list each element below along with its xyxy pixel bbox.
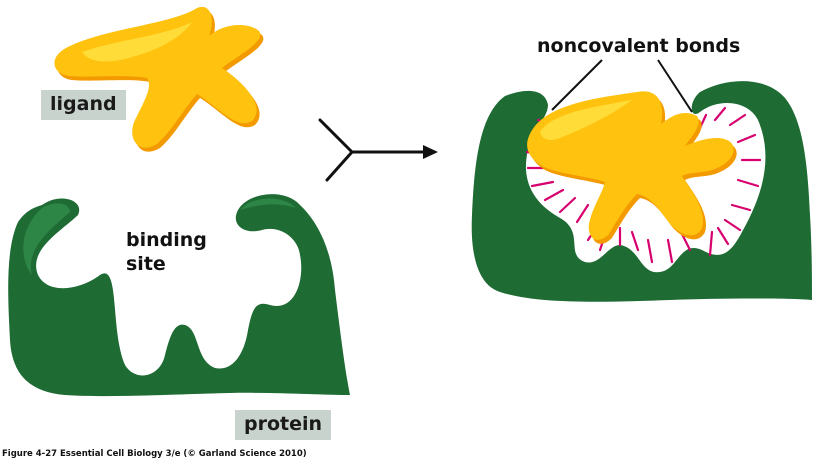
noncovalent-bonds-label: noncovalent bonds bbox=[537, 35, 741, 57]
ligand-label: ligand bbox=[41, 90, 126, 120]
protein-shape bbox=[8, 194, 350, 397]
binding-site-label: binding site bbox=[126, 229, 207, 275]
bond-label-leaders bbox=[551, 59, 693, 113]
reaction-arrow bbox=[318, 118, 427, 182]
ligand-shape bbox=[54, 6, 264, 152]
protein-label: protein bbox=[235, 410, 332, 440]
bound-ligand-shape bbox=[527, 91, 737, 244]
arrow-head bbox=[423, 145, 438, 159]
figure-caption: Figure 4-27 Essential Cell Biology 3/e (… bbox=[2, 449, 307, 459]
complex-protein-shape bbox=[471, 81, 812, 302]
